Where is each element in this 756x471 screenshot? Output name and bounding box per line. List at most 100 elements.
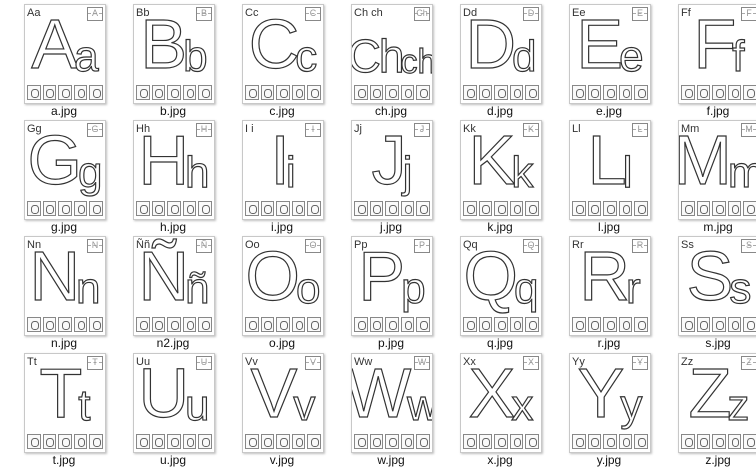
writing-lines-box: A	[87, 7, 103, 21]
file-name[interactable]: i.jpg	[270, 220, 293, 234]
picture-icon	[416, 201, 430, 216]
lowercase-letter: q	[513, 264, 539, 313]
file-name[interactable]: t.jpg	[52, 453, 76, 467]
picture-strip	[27, 201, 103, 216]
writing-lines-letter: S	[745, 240, 752, 250]
file-name[interactable]: w.jpg	[377, 453, 405, 467]
picture-icon	[572, 434, 586, 449]
file-name[interactable]: z.jpg	[705, 453, 731, 467]
file-name[interactable]: j.jpg	[379, 220, 402, 234]
picture-strip	[572, 434, 648, 449]
file-name[interactable]: n.jpg	[50, 336, 78, 350]
file-name[interactable]: s.jpg	[705, 336, 731, 350]
file-name[interactable]: b.jpg	[159, 104, 187, 118]
picture-icon	[89, 85, 103, 100]
picture-icon	[478, 85, 493, 100]
lowercase-letter: o	[295, 264, 321, 313]
lowercase-letter: i	[285, 148, 296, 197]
file-name[interactable]: ch.jpg	[374, 104, 408, 118]
file-item[interactable]: MmMMmm.jpg	[664, 120, 756, 236]
file-name[interactable]: y.jpg	[596, 453, 622, 467]
file-name[interactable]: m.jpg	[703, 220, 733, 234]
file-name[interactable]: a.jpg	[50, 104, 78, 118]
file-name[interactable]: o.jpg	[268, 336, 296, 350]
file-item[interactable]: WwWWww.jpg	[337, 353, 445, 469]
file-name[interactable]: c.jpg	[269, 104, 295, 118]
file-name[interactable]: v.jpg	[269, 453, 295, 467]
file-name[interactable]: e.jpg	[595, 104, 623, 118]
file-name[interactable]: r.jpg	[597, 336, 621, 350]
file-name[interactable]: g.jpg	[50, 220, 78, 234]
picture-icon	[198, 317, 212, 332]
file-name[interactable]: n2.jpg	[156, 336, 190, 350]
file-name[interactable]: f.jpg	[706, 104, 730, 118]
file-name[interactable]: l.jpg	[597, 220, 620, 234]
file-name[interactable]: p.jpg	[377, 336, 405, 350]
picture-icon	[681, 85, 695, 100]
file-name[interactable]: d.jpg	[486, 104, 514, 118]
file-name[interactable]: x.jpg	[487, 453, 513, 467]
file-name[interactable]: q.jpg	[486, 336, 514, 350]
picture-icon	[696, 317, 711, 332]
file-name[interactable]: h.jpg	[159, 220, 187, 234]
uppercase-letter: R	[579, 237, 631, 315]
file-name[interactable]: u.jpg	[159, 453, 187, 467]
file-name[interactable]: k.jpg	[487, 220, 513, 234]
